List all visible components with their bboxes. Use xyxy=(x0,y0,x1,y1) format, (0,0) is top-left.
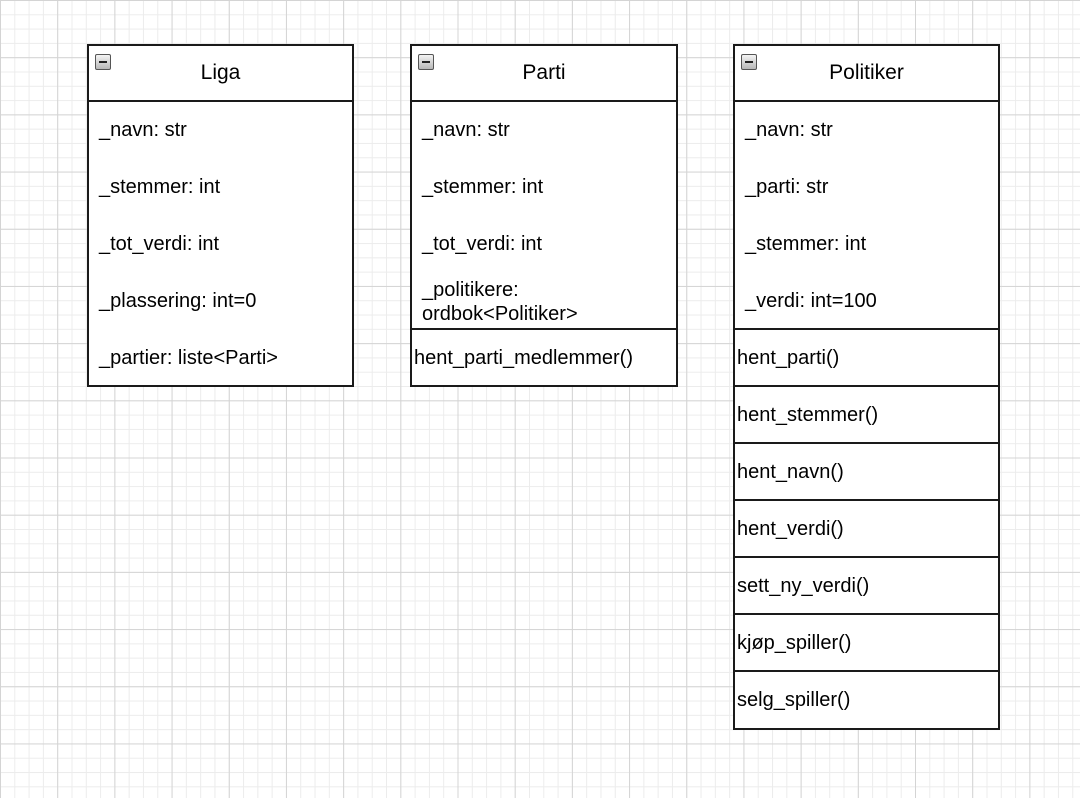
attribute: _navn: str xyxy=(745,119,833,141)
class-name-liga: Liga xyxy=(200,61,241,84)
attribute: _tot_verdi: int xyxy=(422,233,543,255)
attributes-compartment-politiker[interactable]: _navn: str _parti: str _stemmer: int _ve… xyxy=(733,102,1000,330)
attribute: _navn: str xyxy=(99,119,187,141)
method: hent_parti() xyxy=(737,346,840,369)
method-row[interactable]: sett_ny_verdi() xyxy=(733,556,1000,615)
method-row[interactable]: hent_parti_medlemmer() xyxy=(410,328,678,387)
collapse-minus-icon[interactable] xyxy=(95,54,111,70)
attribute: _plassering: int=0 xyxy=(99,290,257,312)
method-row[interactable]: hent_navn() xyxy=(733,442,1000,501)
method-row[interactable]: hent_verdi() xyxy=(733,499,1000,558)
class-header-liga[interactable]: Liga xyxy=(87,44,354,102)
method-row[interactable]: kjøp_spiller() xyxy=(733,613,1000,672)
method-row[interactable]: hent_parti() xyxy=(733,328,1000,387)
method: selg_spiller() xyxy=(737,689,851,711)
attribute: _stemmer: int xyxy=(422,176,544,198)
class-liga[interactable]: Liga _navn: str _stemmer: int _tot_verdi… xyxy=(87,44,354,387)
attributes-compartment-parti[interactable]: _navn: str _stemmer: int _tot_verdi: int… xyxy=(410,102,678,330)
collapse-minus-icon[interactable] xyxy=(418,54,434,70)
class-header-parti[interactable]: Parti xyxy=(410,44,678,102)
attribute: _stemmer: int xyxy=(99,176,221,198)
attribute: _tot_verdi: int xyxy=(99,233,220,255)
method: sett_ny_verdi() xyxy=(737,574,870,597)
attribute: _verdi: int=100 xyxy=(745,290,877,312)
attribute: _partier: liste<Parti> xyxy=(99,347,278,369)
class-parti[interactable]: Parti _navn: str _stemmer: int _tot_verd… xyxy=(410,44,678,387)
method: hent_verdi() xyxy=(737,517,844,540)
class-name-parti: Parti xyxy=(522,61,566,84)
class-politiker[interactable]: Politiker _navn: str _parti: str _stemme… xyxy=(733,44,1000,730)
attributes-compartment-liga[interactable]: _navn: str _stemmer: int _tot_verdi: int… xyxy=(87,102,354,387)
attribute: _parti: str xyxy=(745,176,829,198)
method-row[interactable]: selg_spiller() xyxy=(733,670,1000,730)
method: hent_parti_medlemmer() xyxy=(414,346,633,369)
collapse-minus-icon[interactable] xyxy=(741,54,757,70)
attribute: _politikere: ordbok<Politiker> xyxy=(422,279,578,325)
attribute: _navn: str xyxy=(422,119,510,141)
method: hent_navn() xyxy=(737,460,844,483)
method: hent_stemmer() xyxy=(737,403,879,426)
class-name-politiker: Politiker xyxy=(829,61,904,84)
attribute: _stemmer: int xyxy=(745,233,867,255)
method: kjøp_spiller() xyxy=(737,631,852,654)
class-header-politiker[interactable]: Politiker xyxy=(733,44,1000,102)
method-row[interactable]: hent_stemmer() xyxy=(733,385,1000,444)
